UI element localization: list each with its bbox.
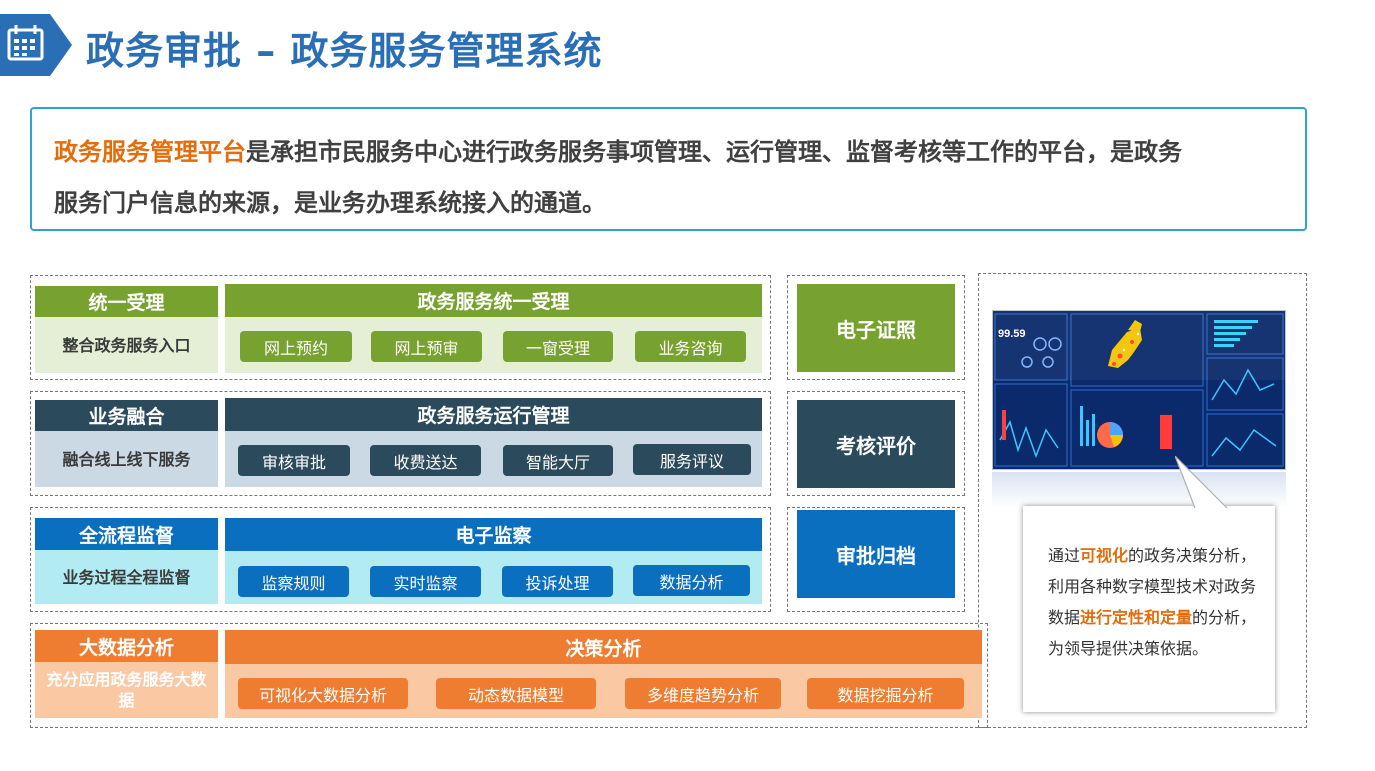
- pill-fee-delivery: 收费送达: [370, 445, 481, 476]
- pill-online-appointment: 网上预约: [240, 331, 352, 362]
- group-visual: [978, 273, 1307, 728]
- left-block-subtitle: 整合政务服务入口: [35, 317, 218, 373]
- intro-line1-text: 是承担市民服务中心进行政务服务事项管理、运行管理、监督考核等工作的平台，是政务: [246, 138, 1182, 166]
- callout-highlight-visual: 可视化: [1080, 546, 1129, 565]
- group-side-2: [787, 391, 965, 496]
- left-block-title: 统一受理: [35, 286, 218, 317]
- pill-data-analysis: 数据分析: [633, 565, 750, 596]
- callout-text: 通过可视化的政务决策分析，利用各种数字模型技术对政务数据进行定性和定量的分析，为…: [1048, 546, 1257, 658]
- page-title: 政务审批 – 政务服务管理系统: [86, 29, 603, 73]
- main-block-title: 电子监察: [225, 518, 762, 551]
- main-block-title: 决策分析: [225, 630, 982, 664]
- intro-box: 政务服务管理平台是承担市民服务中心进行政务服务事项管理、运行管理、监督考核等工作…: [30, 107, 1307, 231]
- group-side-1: [787, 275, 965, 380]
- pill-visual-big-data: 可视化大数据分析: [238, 678, 408, 709]
- left-block-title: 业务融合: [35, 400, 218, 431]
- calendar-icon: [0, 14, 72, 76]
- left-block-title: 大数据分析: [35, 630, 218, 662]
- dashboard-reflection: [992, 472, 1286, 508]
- pill-smart-hall: 智能大厅: [503, 445, 613, 476]
- intro-line-2: 服务门户信息的来源，是业务办理系统接入的通道。: [54, 189, 606, 217]
- main-block-title: 政务服务运行管理: [225, 398, 762, 431]
- left-block-title: 全流程监督: [35, 518, 218, 550]
- dashboard-screenshot: 99.59: [992, 310, 1286, 470]
- left-block-full-supervision: 全流程监督 业务过程全程监督: [35, 518, 218, 604]
- left-block-unified-acceptance: 统一受理 整合政务服务入口: [35, 286, 218, 373]
- callout-pointer: [1175, 456, 1228, 508]
- pill-review-approval: 审核审批: [238, 445, 350, 476]
- group-row-1: [30, 275, 771, 380]
- left-block-subtitle: 融合线上线下服务: [35, 431, 218, 487]
- pill-supervision-rules: 监察规则: [238, 566, 349, 597]
- group-row-4: [30, 623, 988, 728]
- intro-highlight: 政务服务管理平台: [54, 138, 246, 166]
- side-block-assessment: 考核评价: [797, 400, 955, 488]
- pill-consultation: 业务咨询: [635, 331, 746, 362]
- left-block-business-fusion: 业务融合 融合线上线下服务: [35, 400, 218, 487]
- pill-online-precheck: 网上预审: [371, 331, 482, 362]
- pill-realtime-supervision: 实时监察: [370, 566, 481, 597]
- callout-box: 通过可视化的政务决策分析，利用各种数字模型技术对政务数据进行定性和定量的分析，为…: [1023, 506, 1275, 712]
- callout-highlight-qual-quant: 进行定性和定量: [1080, 608, 1193, 627]
- left-block-subtitle: 充分应用政务服务大数据: [35, 662, 218, 718]
- pill-data-mining: 数据挖掘分析: [807, 678, 964, 709]
- left-block-subtitle: 业务过程全程监督: [35, 550, 218, 604]
- pill-one-window: 一窗受理: [503, 331, 613, 362]
- group-side-3: [787, 507, 965, 612]
- side-block-archiving: 审批归档: [797, 510, 955, 598]
- side-block-e-license: 电子证照: [797, 284, 955, 372]
- left-block-big-data: 大数据分析 充分应用政务服务大数据: [35, 630, 218, 718]
- group-row-3: [30, 507, 771, 612]
- dashboard-readout: 99.59: [998, 328, 1026, 340]
- pill-trend-analysis: 多维度趋势分析: [625, 678, 781, 709]
- pill-complaint-handling: 投诉处理: [502, 566, 613, 597]
- group-row-2: [30, 391, 771, 496]
- pill-service-evaluation: 服务评议: [633, 444, 751, 475]
- pill-dynamic-model: 动态数据模型: [436, 678, 596, 709]
- intro-line-1: 政务服务管理平台是承担市民服务中心进行政务服务事项管理、运行管理、监督考核等工作…: [54, 127, 1283, 178]
- main-block-title: 政务服务统一受理: [225, 284, 762, 317]
